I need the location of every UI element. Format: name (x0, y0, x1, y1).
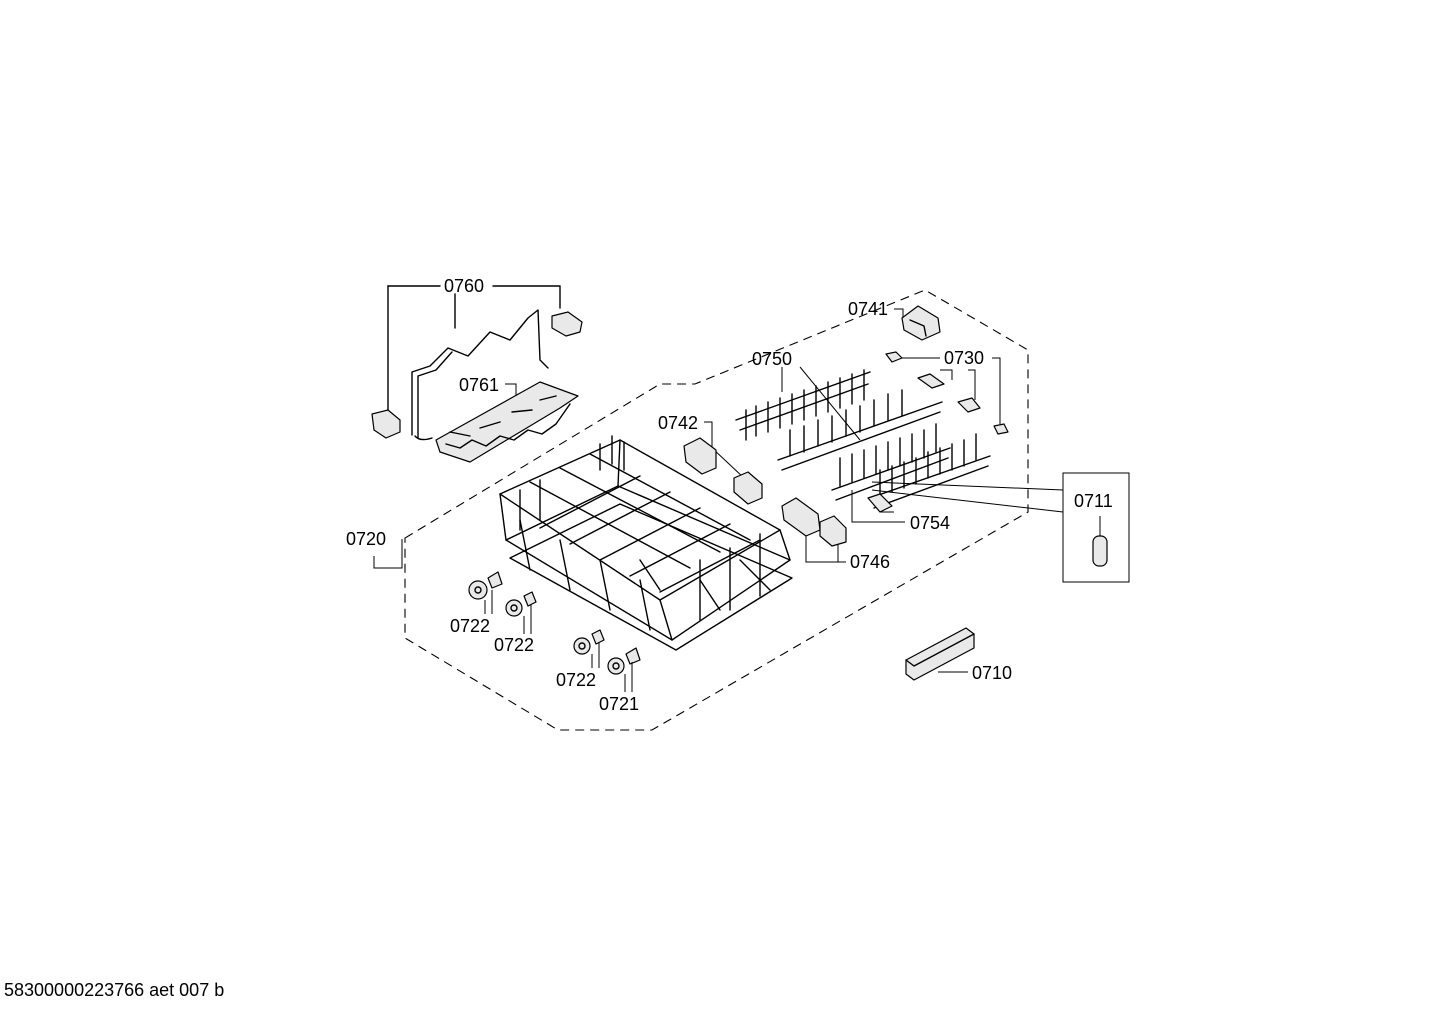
label-0761: 0761 (459, 375, 499, 395)
label-0722-a: 0722 (450, 616, 490, 636)
part-0754-holder (851, 490, 905, 523)
label-0721: 0721 (599, 694, 639, 714)
drawing-reference-number: 58300000223766 aet 007 b (4, 980, 225, 1000)
label-0711: 0711 (1074, 491, 1113, 511)
part-0761-shelf (435, 381, 579, 463)
assembly-boundary (404, 289, 1029, 731)
label-0754: 0754 (910, 513, 950, 533)
part-0710-strip (905, 627, 975, 681)
part-0730-clips (885, 351, 1009, 435)
label-0760: 0760 (444, 276, 484, 296)
part-0750-tine-racks (735, 366, 991, 509)
label-0741: 0741 (848, 299, 888, 319)
label-0746: 0746 (850, 552, 890, 572)
part-0720-lower-basket (373, 435, 793, 651)
label-0742: 0742 (658, 413, 698, 433)
part-0711-inset (871, 472, 1130, 583)
part-0721-wheel (607, 647, 641, 692)
label-0722-b: 0722 (494, 635, 534, 655)
label-0750: 0750 (752, 349, 792, 369)
part-0746-bracket (781, 497, 847, 563)
label-0730: 0730 (944, 348, 984, 368)
label-0720: 0720 (346, 529, 386, 549)
label-0710: 0710 (972, 663, 1012, 683)
part-0741-clip (894, 305, 941, 341)
part-0722-wheels (468, 571, 605, 668)
label-0722-c: 0722 (556, 670, 596, 690)
part-0742-clips (683, 421, 763, 505)
part-0760-wire-holder (371, 285, 583, 441)
